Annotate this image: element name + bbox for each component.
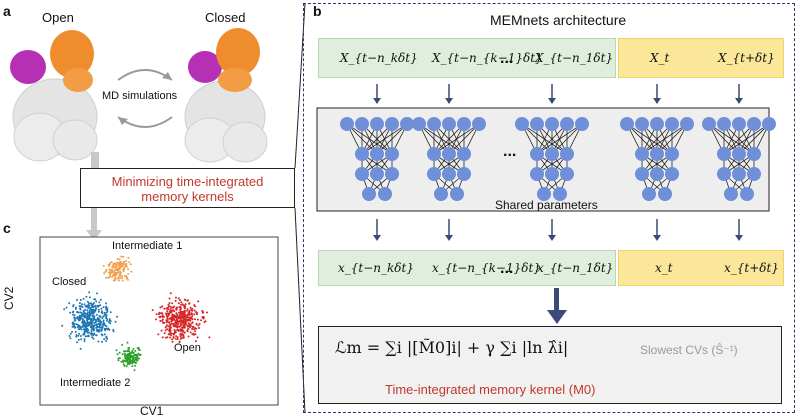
output-green-box — [318, 250, 616, 286]
output-x-tdt: x_{t+δt} — [724, 261, 779, 275]
flow-arrow — [735, 84, 743, 104]
output-x-nk: x_{t−n_kδt} — [338, 261, 414, 275]
neural-network-icon — [412, 117, 486, 201]
loss-box — [318, 326, 782, 404]
neural-network-icon — [620, 117, 694, 201]
open-label: Open — [42, 10, 74, 25]
cycle-arrow-bottom — [117, 116, 173, 128]
memory-kernel-label: Time-integrated memory kernel (M0) — [385, 382, 596, 397]
flow-arrow — [445, 219, 453, 241]
neural-network-icon — [702, 117, 776, 201]
slowest-cvs-label: Slowest CVs (Ŝ⁻¹) — [640, 343, 738, 357]
open-protein-structure — [10, 30, 98, 162]
panel-a-graphic — [10, 28, 268, 172]
cluster-closed — [61, 291, 119, 350]
flow-arrow — [373, 219, 381, 241]
neural-network-icon — [340, 117, 414, 201]
input-x-nk: X_{t−n_kδt} — [340, 51, 418, 65]
closed-label: Closed — [205, 10, 246, 25]
output-x-t: x_t — [655, 261, 673, 275]
input-yellow-box — [618, 38, 784, 78]
panel-a-label: a — [3, 3, 11, 19]
cluster-intermediate-1 — [102, 255, 133, 282]
input-green-box — [318, 38, 616, 78]
input-x-nk1: X_{t−n_{k−1}δt} — [432, 51, 543, 65]
flow-arrow — [373, 84, 381, 104]
cluster-label-open: Open — [174, 342, 201, 354]
minimizing-line2: memory kernels — [141, 189, 234, 204]
network-diagram — [316, 84, 776, 241]
panel-b-label: b — [313, 3, 322, 19]
output-yellow-box — [618, 250, 784, 286]
output-ellipsis: ... — [500, 260, 514, 277]
loss-formula: ℒm = ∑i |[M̃0]i| + γ ∑i |ln λ̂i| — [335, 338, 569, 357]
network-ellipsis: ... — [503, 143, 517, 160]
neural-network-icon — [515, 117, 589, 201]
flow-arrow — [653, 84, 661, 104]
cv1-axis-label: CV1 — [140, 404, 164, 418]
cv2-axis-label: CV2 — [2, 286, 16, 310]
cluster-intermediate-2 — [115, 341, 142, 372]
output-x-n1: x_{t−n_1δt} — [537, 261, 614, 275]
minimizing-line1: Minimizing time-integrated — [111, 174, 264, 189]
input-ellipsis: ... — [500, 50, 514, 67]
shared-parameters-label: Shared parameters — [495, 198, 598, 212]
cluster-open — [151, 292, 211, 344]
loss-arrow — [547, 288, 567, 324]
panel-b-border — [303, 3, 795, 413]
flow-arrow — [548, 84, 556, 104]
closed-protein-structure — [184, 28, 268, 163]
cluster-label-intermediate2: Intermediate 2 — [60, 377, 131, 389]
flow-arrow — [653, 219, 661, 241]
flow-arrow — [548, 219, 556, 241]
minimizing-box: Minimizing time-integrated memory kernel… — [80, 168, 295, 208]
input-x-t: X_t — [650, 51, 670, 65]
md-simulations-label: MD simulations — [102, 90, 178, 102]
cv-scatter-plot — [39, 236, 279, 406]
flow-arrow — [445, 84, 453, 104]
architecture-title: MEMnets architecture — [490, 12, 627, 28]
panel-c-label: c — [3, 220, 11, 236]
flow-arrow — [735, 219, 743, 241]
output-x-nk1: x_{t−n_{k−1}δt} — [432, 261, 541, 275]
input-x-tdt: X_{t+δt} — [718, 51, 775, 65]
cluster-label-closed: Closed — [52, 276, 87, 288]
cycle-arrow-top — [117, 69, 173, 81]
input-x-n1: X_{t−n_1δt} — [535, 51, 614, 65]
cluster-label-intermediate1: Intermediate 1 — [112, 240, 183, 252]
down-arrow-to-c — [86, 208, 102, 241]
